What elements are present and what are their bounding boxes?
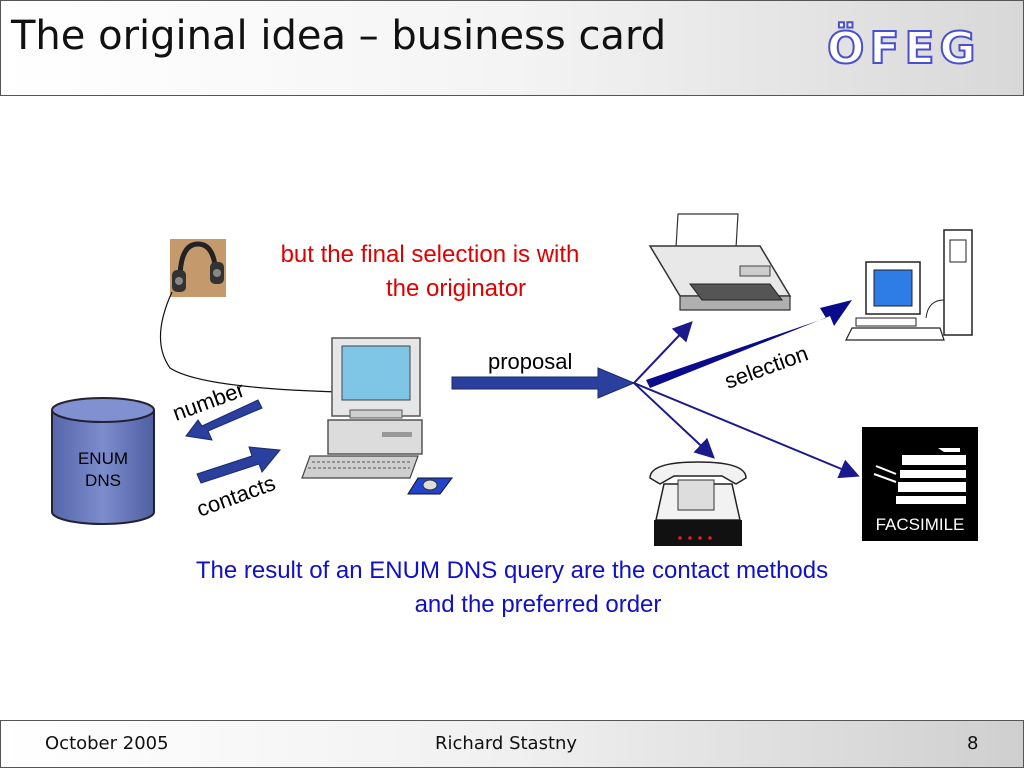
- dns-label-line2: DNS: [85, 471, 121, 490]
- selection-arrow-label: selection: [721, 341, 811, 394]
- ofeg-logo: ÖFEG: [826, 22, 981, 75]
- headset-cable: [159, 291, 341, 393]
- branch-to-printer: [633, 321, 693, 384]
- fax-label: FACSIMILE: [876, 515, 965, 534]
- title-bar: The original idea – business card ÖFEG: [0, 0, 1024, 96]
- footer-bar: October 2005 Richard Stastny 8: [0, 720, 1024, 768]
- proposal-arrow-label: proposal: [488, 349, 572, 374]
- dns-database-icon: [51, 397, 155, 525]
- red-note-line2: the originator: [386, 275, 526, 302]
- footer-date: October 2005: [45, 733, 169, 754]
- pc-tower-icon: [845, 229, 973, 341]
- headset-icon: [170, 239, 226, 297]
- printer-icon: [648, 213, 792, 311]
- caption-line2: and the preferred order: [415, 591, 662, 618]
- caption-line1: The result of an ENUM DNS query are the …: [196, 557, 828, 584]
- branch-to-fax: [633, 382, 860, 479]
- branch-to-phone: [633, 382, 715, 459]
- telephone-icon: [649, 461, 747, 546]
- proposal-arrow: [451, 367, 636, 399]
- contacts-arrow: [196, 446, 281, 484]
- dns-label-line1: ENUM: [78, 449, 128, 468]
- enum-diagram: ENUM DNS number contacts proposal select…: [51, 213, 978, 618]
- red-note-line1: but the final selection is with: [281, 241, 580, 268]
- footer-author: Richard Stastny: [435, 733, 578, 754]
- slide-title: The original idea – business card: [11, 13, 667, 59]
- selection-arrow: [646, 300, 852, 388]
- footer-page-number: 8: [967, 733, 979, 754]
- computer-icon: [301, 337, 453, 495]
- fax-icon: [862, 427, 978, 541]
- number-arrow: [185, 399, 263, 441]
